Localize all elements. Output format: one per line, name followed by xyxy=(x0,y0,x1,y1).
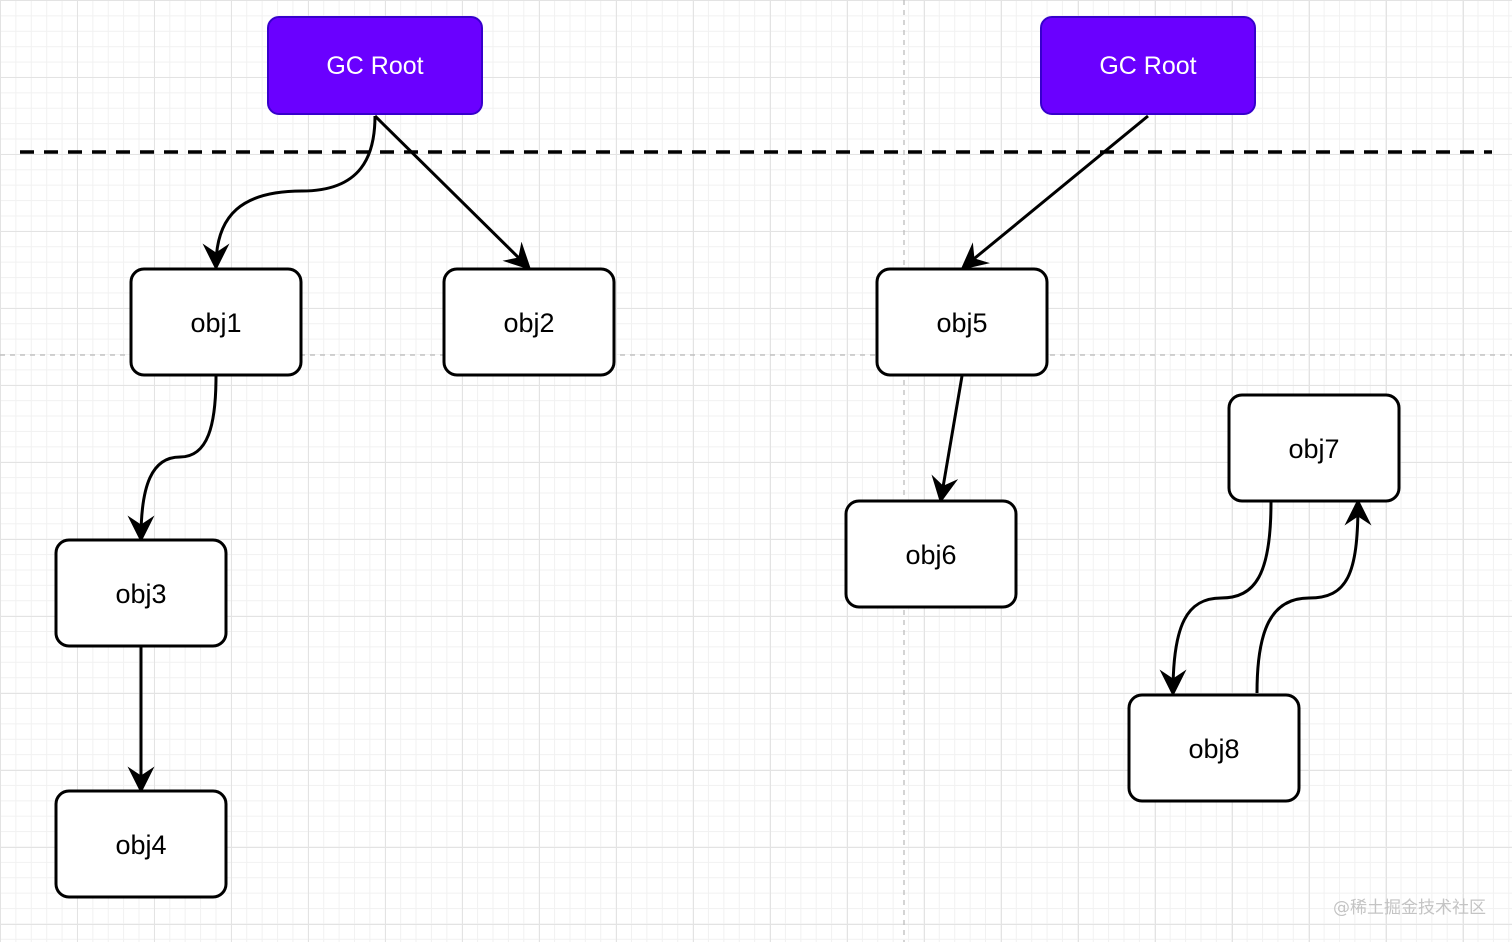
obj3-node[interactable]: obj3 xyxy=(54,538,228,648)
obj1-box xyxy=(129,267,303,377)
obj2-label: obj2 xyxy=(503,308,554,338)
obj7-box xyxy=(1227,393,1401,503)
edge-root-left-to-obj2[interactable] xyxy=(373,114,532,271)
obj8-label: obj8 xyxy=(1188,734,1239,764)
obj3-label: obj3 xyxy=(115,579,166,609)
gc-root-node-left[interactable]: GC Root xyxy=(267,16,483,115)
edge-obj1-to-obj3[interactable] xyxy=(127,375,218,543)
obj2-node[interactable]: obj2 xyxy=(442,267,616,377)
obj6-box xyxy=(844,499,1018,609)
edge-obj7-to-obj8[interactable] xyxy=(1159,501,1273,697)
obj7-node[interactable]: obj7 xyxy=(1227,393,1401,503)
edge-obj8-to-obj7[interactable] xyxy=(1255,498,1372,694)
obj5-label: obj5 xyxy=(936,308,987,338)
obj6-node[interactable]: obj6 xyxy=(844,499,1018,609)
obj8-node[interactable]: obj8 xyxy=(1127,693,1301,803)
edge-root-left-to-obj1[interactable] xyxy=(202,115,377,271)
gc-root-node-right[interactable]: GC Root xyxy=(1040,16,1256,115)
gc-root-right-box xyxy=(1040,16,1256,115)
edge-obj5-to-obj6[interactable] xyxy=(931,375,964,504)
obj1-label: obj1 xyxy=(190,308,241,338)
obj4-label: obj4 xyxy=(115,830,166,860)
obj6-label: obj6 xyxy=(905,540,956,570)
obj1-node[interactable]: obj1 xyxy=(129,267,303,377)
gc-root-left-box xyxy=(267,16,483,115)
obj5-node[interactable]: obj5 xyxy=(875,267,1049,377)
obj2-box xyxy=(442,267,616,377)
watermark-text: @稀土掘金技术社区 xyxy=(1333,898,1486,918)
obj4-node[interactable]: obj4 xyxy=(54,789,228,899)
edge-root-right-to-obj5[interactable] xyxy=(960,114,1149,270)
obj7-label: obj7 xyxy=(1288,434,1339,464)
obj4-box xyxy=(54,789,228,899)
gc-root-right-label: GC Root xyxy=(1099,52,1196,80)
obj3-box xyxy=(54,538,228,648)
gc-root-left-label: GC Root xyxy=(326,52,423,80)
obj8-box xyxy=(1127,693,1301,803)
obj5-box xyxy=(875,267,1049,377)
